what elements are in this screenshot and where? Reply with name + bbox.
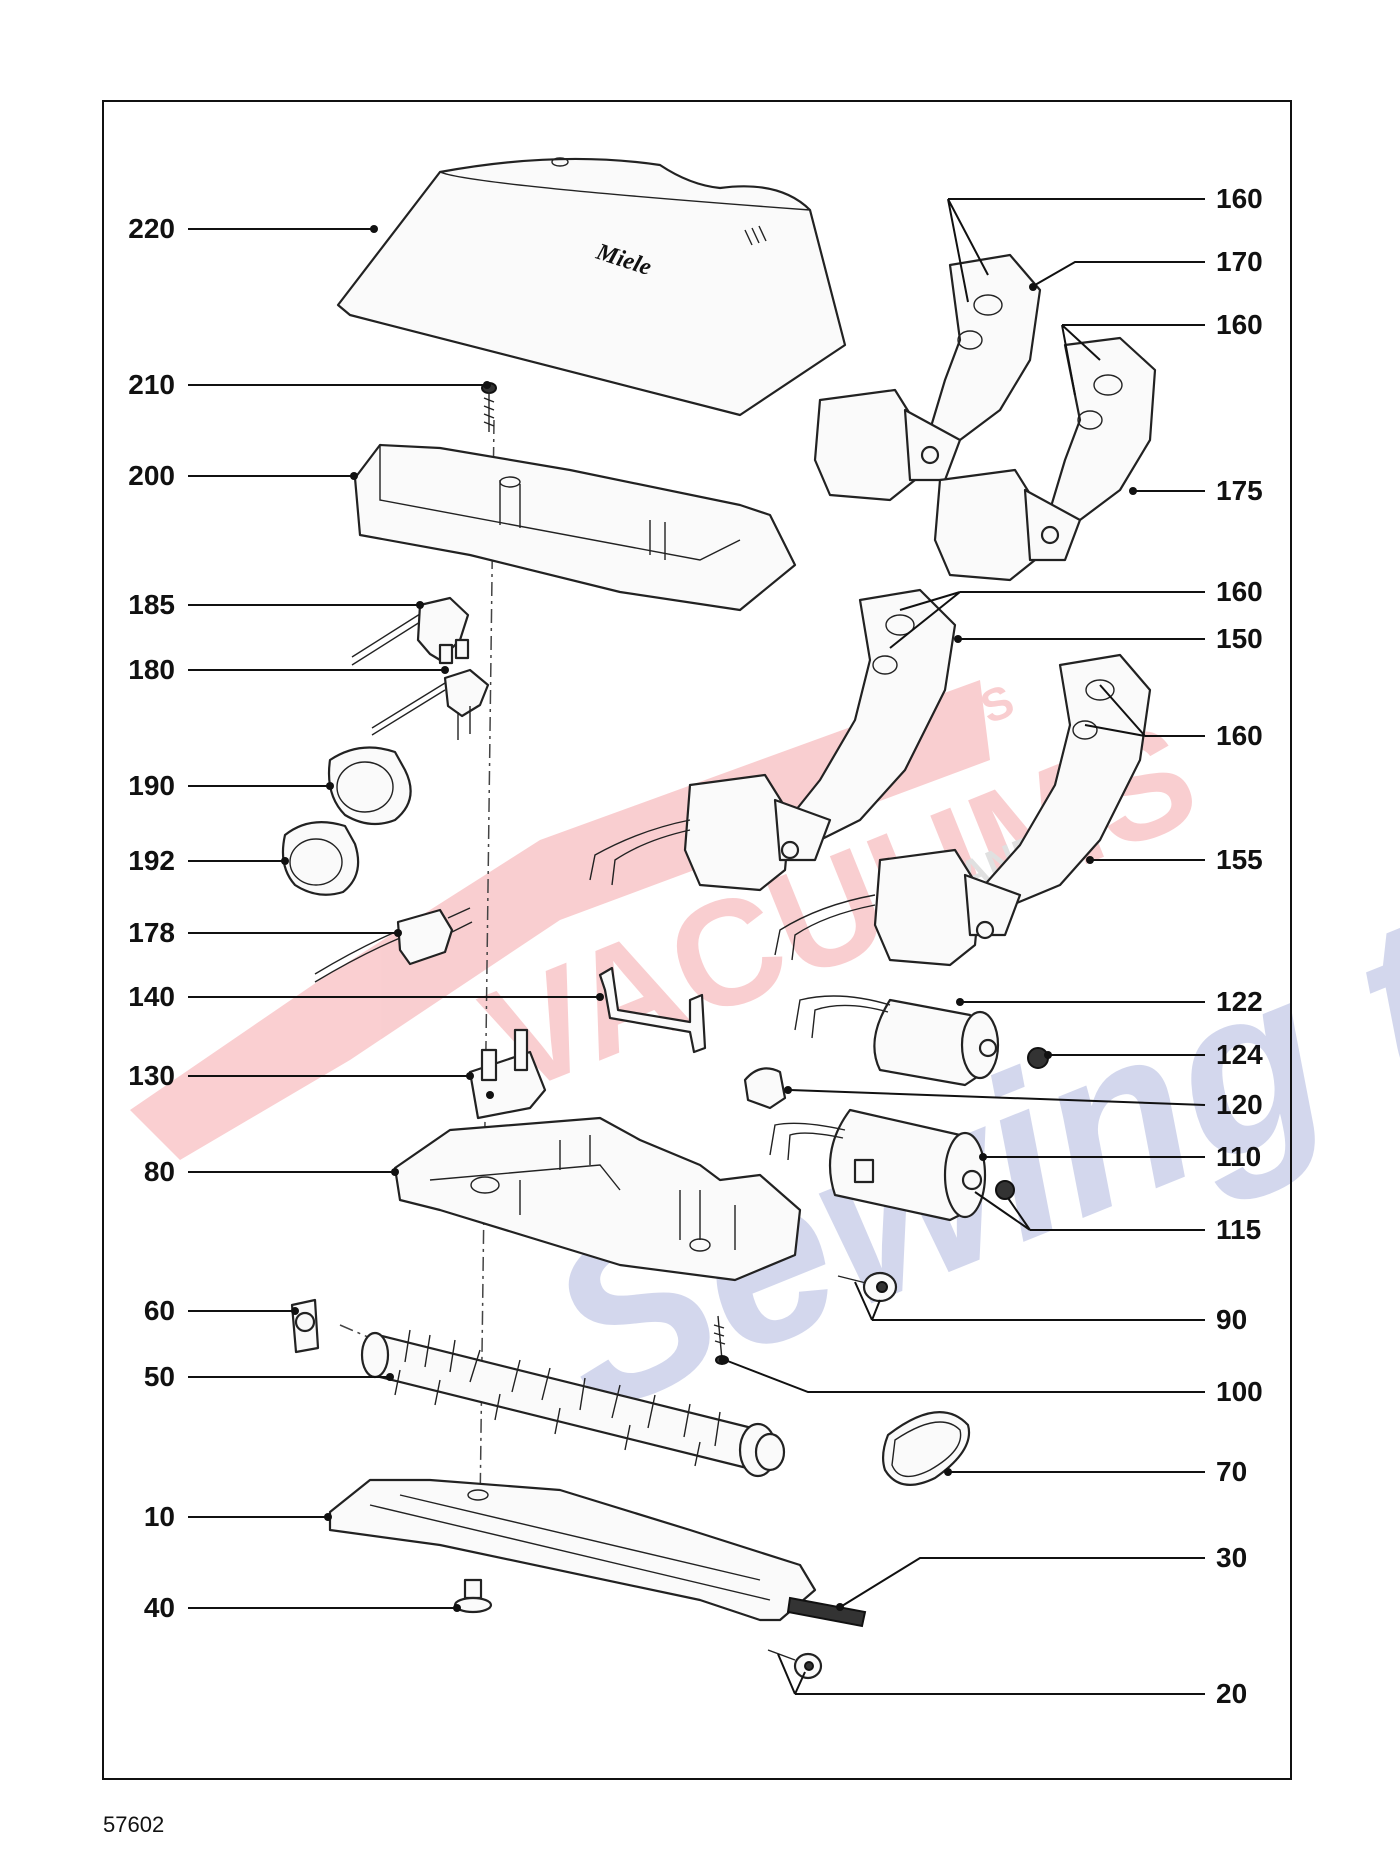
part-number-label: 70 <box>1216 1456 1247 1487</box>
callout-180: 180 <box>128 654 449 685</box>
assembly-axis <box>479 419 495 1511</box>
callout-30: 30 <box>836 1542 1247 1611</box>
housing-200-part <box>353 443 797 612</box>
part-number-label: 180 <box>128 654 175 685</box>
labels-right: 160 170 160 175 160 150 160 155 <box>719 183 1263 1709</box>
part-number-label: 200 <box>128 460 175 491</box>
strip-30-part <box>786 1596 867 1628</box>
callout-40: 40 <box>144 1592 461 1623</box>
callout-155: 155 <box>1086 844 1263 875</box>
elbow-170-part <box>813 253 1042 502</box>
callout-10: 10 <box>144 1501 332 1532</box>
part-number-label: 155 <box>1216 844 1263 875</box>
callout-178: 178 <box>128 917 402 948</box>
part-number-label: 90 <box>1216 1304 1247 1335</box>
part-number-label: 40 <box>144 1592 175 1623</box>
callout-185: 185 <box>128 589 424 620</box>
part-number-label: 150 <box>1216 623 1263 654</box>
bracket-60-part <box>290 1298 320 1354</box>
elbow-150-part <box>589 588 957 892</box>
labels-left: 220 210 200 185 180 190 192 178 <box>128 213 604 1623</box>
clip-192-part <box>281 821 360 896</box>
callout-130: 130 <box>128 1060 474 1091</box>
wheel-20-part <box>767 1649 823 1680</box>
callout-170: 170 <box>1029 246 1263 291</box>
part-number-label: 178 <box>128 917 175 948</box>
clamp-120-part <box>743 1067 787 1110</box>
part-number-label: 130 <box>128 1060 175 1091</box>
top-cover-part: Miele <box>336 157 847 417</box>
callout-160-b: 160 <box>1061 309 1263 396</box>
callout-150: 150 <box>954 623 1263 654</box>
part-number-label: 60 <box>144 1295 175 1326</box>
callout-70: 70 <box>944 1456 1247 1487</box>
callout-160-a: 160 <box>947 183 1263 303</box>
brushroll-50-part <box>360 1329 786 1478</box>
elbow-175-part <box>933 336 1157 582</box>
callout-100: 100 <box>719 1356 1263 1407</box>
diagram-frame <box>102 100 1292 1780</box>
callout-50: 50 <box>144 1361 394 1392</box>
part-number-label: 185 <box>128 589 175 620</box>
part-number-label: 110 <box>1216 1141 1261 1172</box>
callout-90: 90 <box>854 1281 1247 1335</box>
callout-120: 120 <box>784 1086 1263 1120</box>
belt-70-part <box>881 1411 971 1486</box>
switch-130-part <box>468 1028 547 1120</box>
callout-190: 190 <box>128 770 334 801</box>
callout-192: 192 <box>128 845 289 876</box>
caster-40-part <box>453 1578 493 1614</box>
pulley-115-part <box>995 1180 1015 1200</box>
part-number-label: 120 <box>1216 1089 1263 1120</box>
part-number-label: 140 <box>128 981 175 1012</box>
part-number-label: 210 <box>128 369 175 400</box>
callout-140: 140 <box>128 981 604 1012</box>
callout-80: 80 <box>144 1156 399 1187</box>
callout-20: 20 <box>777 1653 1247 1709</box>
callout-110: 110 <box>979 1141 1261 1172</box>
part-number-label: 50 <box>144 1361 175 1392</box>
part-number-label: 124 <box>1216 1039 1263 1070</box>
drawing-number: 57602 <box>103 1812 164 1837</box>
part-number-label: 100 <box>1216 1376 1263 1407</box>
part-number-label: 160 <box>1216 720 1263 751</box>
part-number-label: 80 <box>144 1156 175 1187</box>
callout-200: 200 <box>128 460 358 491</box>
callout-60: 60 <box>144 1295 299 1326</box>
part-number-label: 20 <box>1216 1678 1247 1709</box>
motor-122-part <box>794 995 1000 1087</box>
part-number-label: 170 <box>1216 246 1263 277</box>
part-number-label: 190 <box>128 770 175 801</box>
part-number-label: 115 <box>1216 1214 1261 1245</box>
housing-80-part <box>393 1116 802 1282</box>
callout-220: 220 <box>128 213 378 244</box>
connector-180-part <box>371 668 490 740</box>
callout-210: 210 <box>128 369 491 400</box>
callout-175: 175 <box>1129 475 1263 506</box>
part-number-label: 30 <box>1216 1542 1247 1573</box>
bracket-140-part <box>598 966 707 1054</box>
callout-160-c: 160 <box>889 576 1263 649</box>
motor-110-part <box>769 1108 987 1222</box>
callout-122: 122 <box>956 986 1263 1017</box>
part-number-label: 160 <box>1216 309 1263 340</box>
part-number-label: 175 <box>1216 475 1263 506</box>
callout-160-d: 160 <box>1084 684 1263 751</box>
part-number-label: 160 <box>1216 576 1263 607</box>
elbow-155-part <box>774 653 1152 967</box>
callout-124: 124 <box>1044 1039 1263 1070</box>
part-number-label: 10 <box>144 1501 175 1532</box>
pulley-124-part <box>1027 1047 1049 1069</box>
baseplate-10-part <box>328 1478 817 1622</box>
part-number-label: 220 <box>128 213 175 244</box>
clip-190-part <box>327 746 412 826</box>
connector-185-part <box>351 596 470 666</box>
part-number-label: 192 <box>128 845 175 876</box>
callout-115: 115 <box>974 1191 1261 1245</box>
part-number-label: 160 <box>1216 183 1263 214</box>
part-number-label: 122 <box>1216 986 1263 1017</box>
